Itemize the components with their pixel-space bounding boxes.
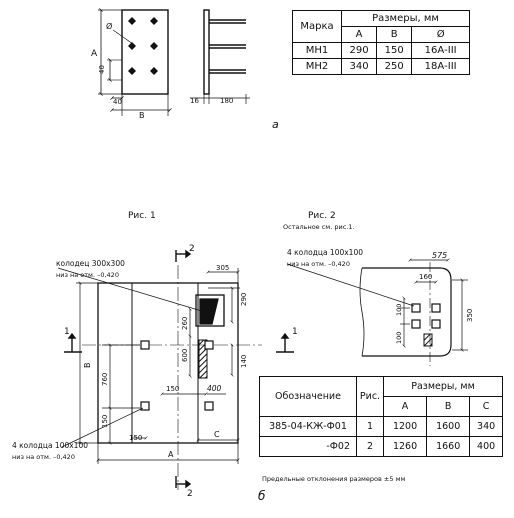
fig1-dim-150-bottom: 150 <box>129 434 142 442</box>
fig1-well-300 <box>195 287 240 379</box>
fig2-small-wells <box>411 303 441 347</box>
cell-a: 1200 <box>382 416 428 437</box>
header-a: A <box>340 26 378 43</box>
cell-b: 150 <box>376 42 413 59</box>
table-row: 385-04-КЖ-Ф01 1 1200 1600 340 <box>259 416 503 437</box>
designation-table: Обозначение Рис. Размеры, мм A B C 385-0… <box>259 376 503 457</box>
header-c: C <box>469 396 503 417</box>
table-row: -Ф02 2 1260 1660 400 <box>259 436 503 457</box>
fig1-dim-150-left: 150 <box>101 415 109 428</box>
fig2-dim-160: 160 <box>419 273 432 281</box>
cell-mark: МН2 <box>292 58 342 75</box>
fig1-dim-305: 305 <box>216 264 229 272</box>
fig1-section-bottom: 2 <box>187 489 193 499</box>
dim-180: 180 <box>220 97 233 105</box>
tolerance-note: Предельные отклонения размеров ±5 мм <box>262 475 405 483</box>
dim-diameter-label: Ø <box>106 21 112 31</box>
cell-designation: 385-04-КЖ-Ф01 <box>259 416 357 437</box>
fig1-dim-760: 760 <box>101 373 109 386</box>
cell-designation: -Ф02 <box>259 436 357 457</box>
label-a: а <box>272 118 279 131</box>
fig1-dim-a: A <box>168 450 174 459</box>
dim-b-top: B <box>139 111 145 120</box>
fig2-holes-note-2: низ на отм. –0,420 <box>287 260 350 268</box>
cell-diameter: 18А-ІІІ <box>411 58 470 75</box>
caption-fig2-note: Остальное см. рис.1. <box>283 223 355 231</box>
fig1-section-left: 1 <box>64 327 70 337</box>
header-designation: Обозначение <box>259 376 357 417</box>
plate-side-view <box>190 9 250 104</box>
header-mark: Марка <box>292 10 342 43</box>
cell-b: 250 <box>376 58 413 75</box>
cell-mark: МН1 <box>292 42 342 59</box>
cell-b: 1600 <box>426 416 471 437</box>
header-dims: Размеры, мм <box>383 376 503 397</box>
fig1-section-top: 2 <box>189 244 195 254</box>
cell-diameter: 16А-ІІІ <box>411 42 470 59</box>
cell-a: 290 <box>340 42 378 59</box>
cell-c: 400 <box>469 436 503 457</box>
cell-c: 340 <box>469 416 503 437</box>
fig1-holes-note-2: низ на отм. –0,420 <box>12 453 75 461</box>
dim-40-vertical: 40 <box>98 65 106 74</box>
fig1-dim-140: 140 <box>240 355 248 368</box>
fig2-dimension-lines <box>286 258 468 352</box>
dim-40-horizontal: 40 <box>113 98 122 106</box>
header-fig: Рис. <box>356 376 384 417</box>
fig2-dim-350: 350 <box>466 309 474 322</box>
fig2-dim-100-bottom: 100 <box>395 332 403 344</box>
fig1-dim-600: 600 <box>181 349 189 362</box>
cell-fig: 2 <box>356 436 384 457</box>
header-b: B <box>426 396 471 417</box>
cell-fig: 1 <box>356 416 384 437</box>
header-b: B <box>376 26 413 43</box>
fig1-well-note-2: низ на отм. –0,420 <box>56 271 119 279</box>
dim-a-top: A <box>91 49 98 59</box>
plate-front-view <box>98 8 172 116</box>
table-row: МН1 290 150 16А-ІІІ <box>292 42 470 59</box>
header-a: A <box>382 396 428 417</box>
caption-fig1: Рис. 1 <box>128 211 156 221</box>
fig1-dim-400: 400 <box>207 384 222 393</box>
fig2-outline <box>359 262 452 366</box>
fig1-dim-260: 260 <box>181 317 189 330</box>
caption-fig2: Рис. 2 <box>308 211 336 221</box>
plate-marks-table: Марка Размеры, мм A B Ø МН1 290 150 16А-… <box>292 10 470 75</box>
cell-a: 1260 <box>382 436 428 457</box>
header-dims: Размеры, мм <box>341 10 470 27</box>
cell-a: 340 <box>340 58 378 75</box>
header-diameter: Ø <box>411 26 470 43</box>
fig1-well-note-1: колодец 300x300 <box>56 259 125 268</box>
fig2-dim-100-top: 100 <box>395 304 403 316</box>
fig1-dim-c: C <box>214 430 220 439</box>
fig2-dim-575: 575 <box>432 251 447 260</box>
fig1-dim-290: 290 <box>240 293 248 306</box>
fig1-outline <box>82 265 262 490</box>
fig1-section-right: 1 <box>292 327 298 337</box>
fig1-holes-note-1: 4 колодца 100x100 <box>12 441 88 450</box>
fig1-dimension-lines <box>57 267 240 464</box>
fig1-dim-b: B <box>83 363 92 369</box>
dim-16: 16 <box>190 97 199 105</box>
fig1-section-markers <box>64 249 294 489</box>
table-row: МН2 340 250 18А-ІІІ <box>292 58 470 75</box>
cell-b: 1660 <box>426 436 471 457</box>
label-b: б <box>258 489 266 503</box>
plate-studs <box>128 17 158 75</box>
fig1-small-wells <box>140 340 214 411</box>
fig2-holes-note-1: 4 колодца 100x100 <box>287 248 363 257</box>
fig1-dim-150: 150 <box>166 385 179 393</box>
